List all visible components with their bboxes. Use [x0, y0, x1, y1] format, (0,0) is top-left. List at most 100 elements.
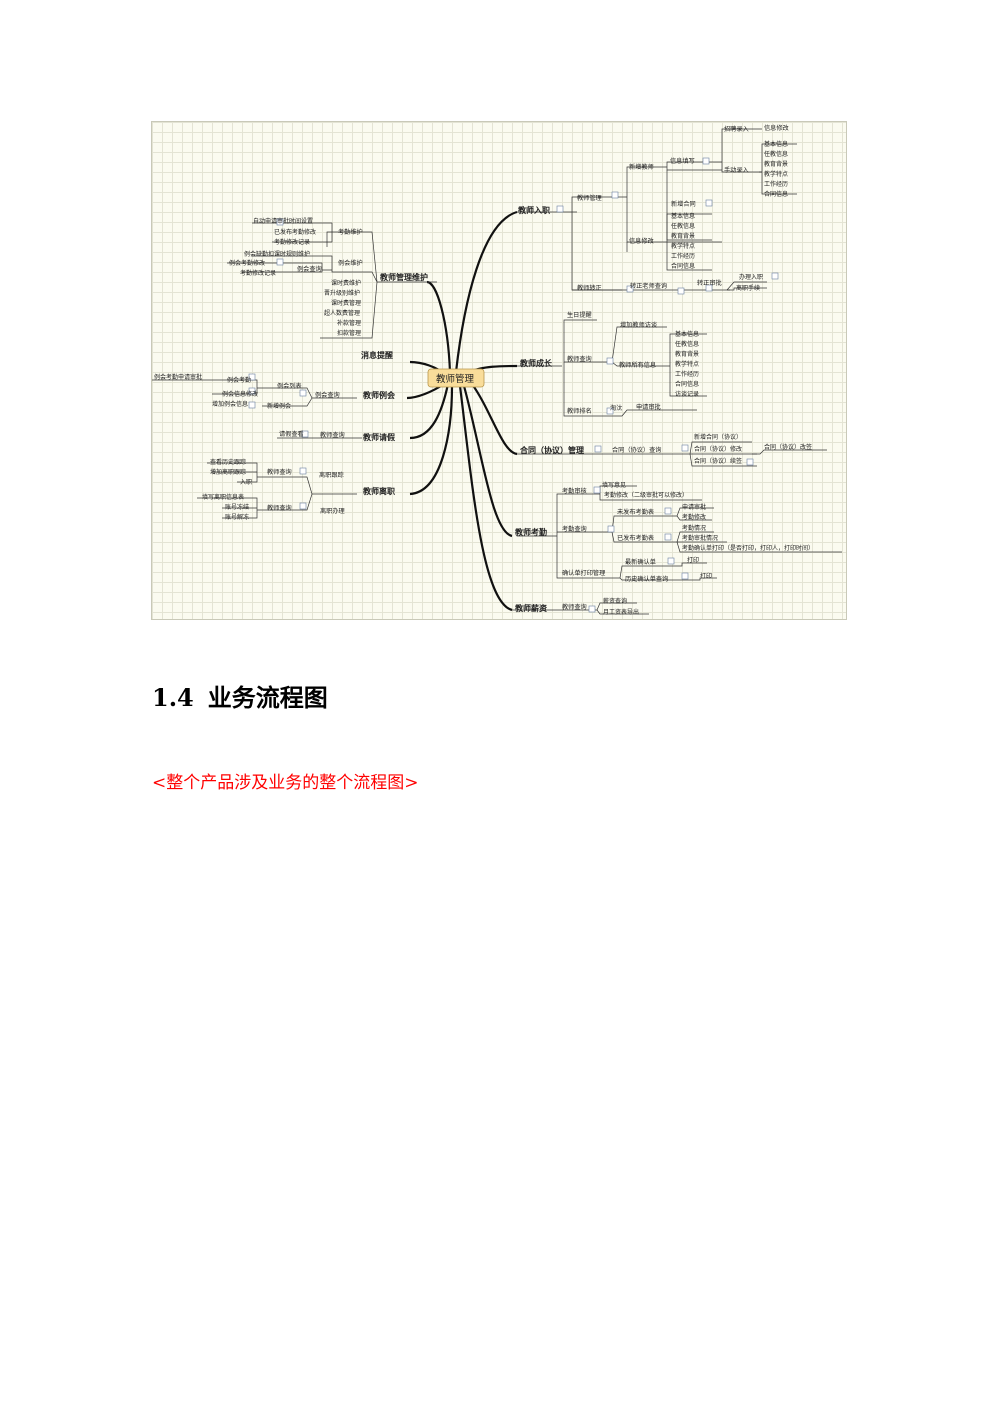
node: 确认单打印管理: [562, 569, 605, 577]
branch-growth: 教师成长: [519, 358, 553, 368]
meeting-subtree: 例会查询 例会列表 例会考勤 例会考勤申请审批 例会信息修改 新增例会 增加例会…: [154, 373, 340, 410]
list-item: 任教信息: [764, 150, 788, 158]
maintenance-subtree: 考勤维护 自动申请审批时间设置 已发布考勤修改 考勤修改记录 例会维护 例会缺勤…: [229, 217, 363, 337]
node: 信息修改: [764, 124, 789, 132]
mindmap-figure: 教师管理 教师入职 教师管理维护 消息提醒 教师例会 教师请假 教师离职 教师成…: [151, 121, 847, 620]
node: 转正老师查询: [630, 282, 667, 290]
node: 教师查询: [320, 431, 345, 439]
node: 信息修改: [629, 237, 654, 245]
node: 填写意见: [602, 481, 626, 489]
list-item: 基本信息: [675, 330, 699, 338]
note-icon: [556, 205, 564, 213]
note-icon: [276, 218, 284, 226]
mindmap-diagram: 教师管理 教师入职 教师管理维护 消息提醒 教师例会 教师请假 教师离职 教师成…: [152, 124, 842, 616]
node: 薪资查询: [603, 597, 627, 605]
node: 考勤审核: [562, 487, 587, 495]
note-icon: [301, 430, 309, 438]
branch-contract: 合同（协议）管理: [519, 445, 584, 455]
note-icon: [626, 285, 634, 293]
list-item: 增加离职跟踪: [210, 468, 246, 476]
node: 生日提醒: [567, 311, 592, 319]
list-item: 教育背景: [671, 232, 695, 240]
note-icons: [248, 157, 779, 613]
node: 教师所有信息: [619, 361, 656, 369]
note-icon: [705, 284, 713, 292]
list-item: 合同信息: [675, 380, 699, 388]
node: 离职办理: [320, 507, 345, 515]
node: 增加例会信息: [212, 400, 248, 408]
node: 教师查询: [567, 355, 592, 363]
list-item: 工作经历: [764, 180, 788, 188]
list-item: 考勤修改记录: [274, 238, 310, 246]
list-item: 教学特点: [764, 170, 788, 178]
section-title: 业务流程图: [207, 683, 328, 712]
main-branches: [406, 210, 518, 612]
salary-subtree: 教师查询 薪资查询 月工资表导出: [562, 597, 639, 616]
list-item: 工作经历: [671, 252, 695, 260]
note-icon: [746, 458, 754, 466]
note-icon: [664, 507, 672, 515]
sub-connectors: [152, 128, 842, 615]
node: 教师转正: [577, 284, 602, 292]
branch-salary: 教师薪资: [514, 603, 547, 613]
list-item: 考勤修改: [682, 513, 706, 521]
placeholder-note: <整个产品涉及业务的整个流程图>: [152, 773, 419, 793]
node: 合同（协议）修改: [694, 445, 742, 453]
list-item: 已发布考勤修改: [274, 228, 316, 236]
list-item: 查看历史跟踪: [210, 458, 246, 466]
list-item: 填写离职信息表: [202, 493, 244, 501]
list-item: 基本信息: [764, 140, 788, 148]
list-item: 考勤情况: [682, 524, 706, 532]
list-item: 教育背景: [675, 350, 699, 358]
note-icon: [594, 445, 602, 453]
list-item: 考勤审批情况: [682, 534, 718, 542]
note-icon: [611, 191, 619, 199]
node: 教师查询: [267, 468, 292, 476]
list-item: 教学特点: [675, 360, 699, 368]
branch-attendance: 教师考勤: [514, 527, 547, 537]
node: 考勤维护: [338, 228, 363, 236]
list-item: 考勤修改记录: [240, 269, 276, 277]
node: 信息填写: [670, 157, 695, 165]
list-item: 办理入职: [739, 273, 763, 281]
branch-resign: 教师离职: [362, 486, 395, 496]
node: 历史确认单查询: [625, 575, 668, 583]
node: 离职跟踪: [319, 471, 344, 479]
node: 例会信息修改: [222, 390, 258, 398]
list-item: 入职: [240, 479, 252, 486]
node: 打印: [700, 572, 712, 580]
attendance-subtree: 考勤审核 填写意见 考勤修改（二级审批可以修改） 考勤查询 未发布考勤表 申请审…: [562, 481, 814, 583]
node: 月工资表导出: [603, 608, 639, 616]
node: 考勤查询: [562, 525, 587, 533]
node: 例会列表: [277, 382, 302, 390]
branch-labels: 教师入职 教师管理维护 消息提醒 教师例会 教师请假 教师离职 教师成长 合同（…: [361, 205, 584, 613]
note-icon: [702, 157, 710, 165]
mindmap-root-node: 教师管理: [427, 368, 485, 388]
node: 例会缺勤扣课时规则维护: [244, 250, 310, 258]
note-icon: [248, 373, 256, 381]
node: 新增合同（协议）: [694, 433, 742, 441]
section-number: 1.4: [152, 683, 194, 712]
list-item: 超人数费管理: [324, 309, 360, 317]
section-heading: 1.4 业务流程图: [152, 678, 328, 713]
note-icon: [667, 557, 675, 565]
node: 申请审批: [636, 403, 661, 411]
node: 教师查询: [267, 504, 292, 512]
note-icon: [593, 486, 601, 494]
node: 最新确认单: [625, 558, 656, 566]
note-icon: [607, 525, 615, 533]
branch-leave: 教师请假: [362, 432, 395, 442]
list-item: 任教信息: [671, 222, 695, 230]
resign-subtree: 离职跟踪 教师查询 查看历史跟踪 增加离职跟踪 入职 离职办理 教师查询 填写离…: [202, 458, 345, 521]
node: 例会查询: [315, 391, 340, 399]
note-icon: [248, 387, 256, 395]
node: 增加教师访谈: [620, 321, 658, 329]
node: 新增合同: [671, 200, 696, 208]
note-icon: [606, 357, 614, 365]
note-icon: [276, 258, 284, 266]
list-item: 晋升级别维护: [324, 289, 360, 297]
node: 招聘录入: [724, 125, 749, 133]
branch-meeting: 教师例会: [362, 390, 395, 400]
note-icon: [677, 287, 685, 295]
note-icon: [299, 389, 307, 397]
